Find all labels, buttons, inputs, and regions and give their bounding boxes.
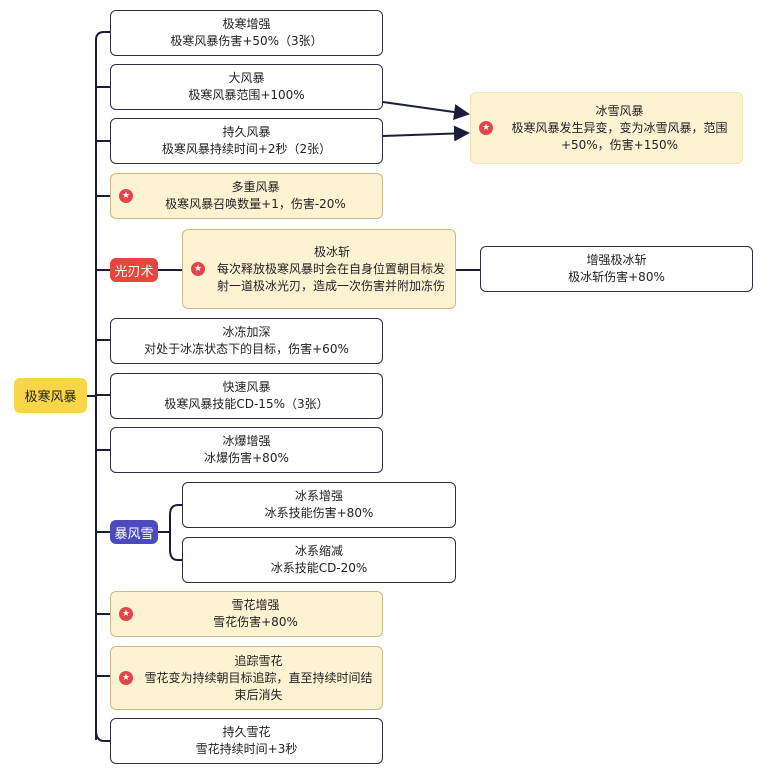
- node-ice-burst-boost[interactable]: 冰爆增强 冰爆伤害+80%: [110, 427, 383, 473]
- node-title: 冰系缩减: [294, 544, 343, 558]
- node-title: 极冰斩: [313, 244, 350, 259]
- node-title: 多重风暴: [231, 180, 280, 194]
- node-title: 追踪雪花: [234, 653, 283, 668]
- node-desc: 冰系技能CD-20%: [270, 561, 368, 575]
- node-desc: 极寒风暴伤害+50%（3张）: [170, 34, 323, 48]
- star-badge-icon: ★: [119, 607, 133, 621]
- node-title: 冰系增强: [294, 489, 343, 503]
- node-title: 冰冻加深: [222, 325, 271, 339]
- node-fast-storm[interactable]: 快速风暴 极寒风暴技能CD-15%（3张）: [110, 373, 383, 419]
- node-title: 增强极冰斩: [586, 253, 647, 267]
- node-desc: 极冰斩伤害+80%: [568, 270, 665, 284]
- node-desc: 冰系技能伤害+80%: [264, 506, 374, 520]
- node-enhanced-ice-slash[interactable]: 增强极冰斩 极冰斩伤害+80%: [480, 246, 753, 292]
- node-title: 极寒增强: [222, 17, 271, 31]
- node-title: 冰爆增强: [222, 434, 271, 448]
- node-ice-element-cdr[interactable]: 冰系缩减 冰系技能CD-20%: [182, 537, 456, 583]
- node-ice-snow-storm[interactable]: ★ 冰雪风暴 极寒风暴发生异变，变为冰雪风暴，范围+50%，伤害+150%: [470, 92, 743, 164]
- node-desc: 极寒风暴召唤数量+1，伤害-20%: [165, 197, 346, 211]
- node-title: 冰雪风暴: [595, 103, 644, 118]
- node-title: 持久雪花: [222, 725, 271, 739]
- node-desc: 雪花变为持续朝目标追踪，直至持续时间结束后消失: [144, 670, 373, 702]
- node-desc: 每次释放极寒风暴时会在自身位置朝目标发射一道极冰光刃，造成一次伤害并附加冻伤: [217, 261, 446, 293]
- node-title: 雪花增强: [231, 598, 280, 612]
- node-ice-slash[interactable]: ★ 极冰斩 每次释放极寒风暴时会在自身位置朝目标发射一道极冰光刃，造成一次伤害并…: [182, 229, 456, 309]
- node-desc: 冰爆伤害+80%: [204, 451, 289, 465]
- star-badge-icon: ★: [119, 671, 133, 685]
- node-title: 持久风暴: [222, 125, 271, 139]
- node-snowflake-boost[interactable]: ★ 雪花增强 雪花伤害+80%: [110, 591, 383, 637]
- root-node[interactable]: 极寒风暴: [14, 378, 87, 413]
- node-title: 快速风暴: [222, 380, 271, 394]
- node-desc: 极寒风暴发生异变，变为冰雪风暴，范围+50%，伤害+150%: [511, 120, 728, 152]
- branch-label-blizzard[interactable]: 暴风雪: [110, 520, 158, 544]
- node-deep-freeze[interactable]: 冰冻加深 对处于冰冻状态下的目标，伤害+60%: [110, 318, 383, 364]
- node-big-storm[interactable]: 大风暴 极寒风暴范围+100%: [110, 64, 383, 110]
- node-multi-storm[interactable]: ★ 多重风暴 极寒风暴召唤数量+1，伤害-20%: [110, 173, 383, 219]
- node-title: 大风暴: [228, 71, 265, 85]
- node-desc: 极寒风暴技能CD-15%（3张）: [164, 397, 329, 411]
- node-tracking-snowflake[interactable]: ★ 追踪雪花 雪花变为持续朝目标追踪，直至持续时间结束后消失: [110, 646, 383, 710]
- node-desc: 极寒风暴持续时间+2秒（2张）: [161, 142, 332, 156]
- node-frost-boost[interactable]: 极寒增强 极寒风暴伤害+50%（3张）: [110, 10, 383, 56]
- star-badge-icon: ★: [479, 121, 493, 135]
- node-desc: 极寒风暴范围+100%: [188, 88, 305, 102]
- node-desc: 雪花持续时间+3秒: [195, 742, 298, 756]
- node-desc: 对处于冰冻状态下的目标，伤害+60%: [144, 342, 349, 356]
- node-desc: 雪花伤害+80%: [213, 615, 298, 629]
- node-lasting-storm[interactable]: 持久风暴 极寒风暴持续时间+2秒（2张）: [110, 118, 383, 164]
- star-badge-icon: ★: [191, 262, 205, 276]
- node-ice-element-boost[interactable]: 冰系增强 冰系技能伤害+80%: [182, 482, 456, 528]
- star-badge-icon: ★: [119, 189, 133, 203]
- branch-label-blade[interactable]: 光刃术: [110, 258, 158, 282]
- node-lasting-snowflake[interactable]: 持久雪花 雪花持续时间+3秒: [110, 718, 383, 764]
